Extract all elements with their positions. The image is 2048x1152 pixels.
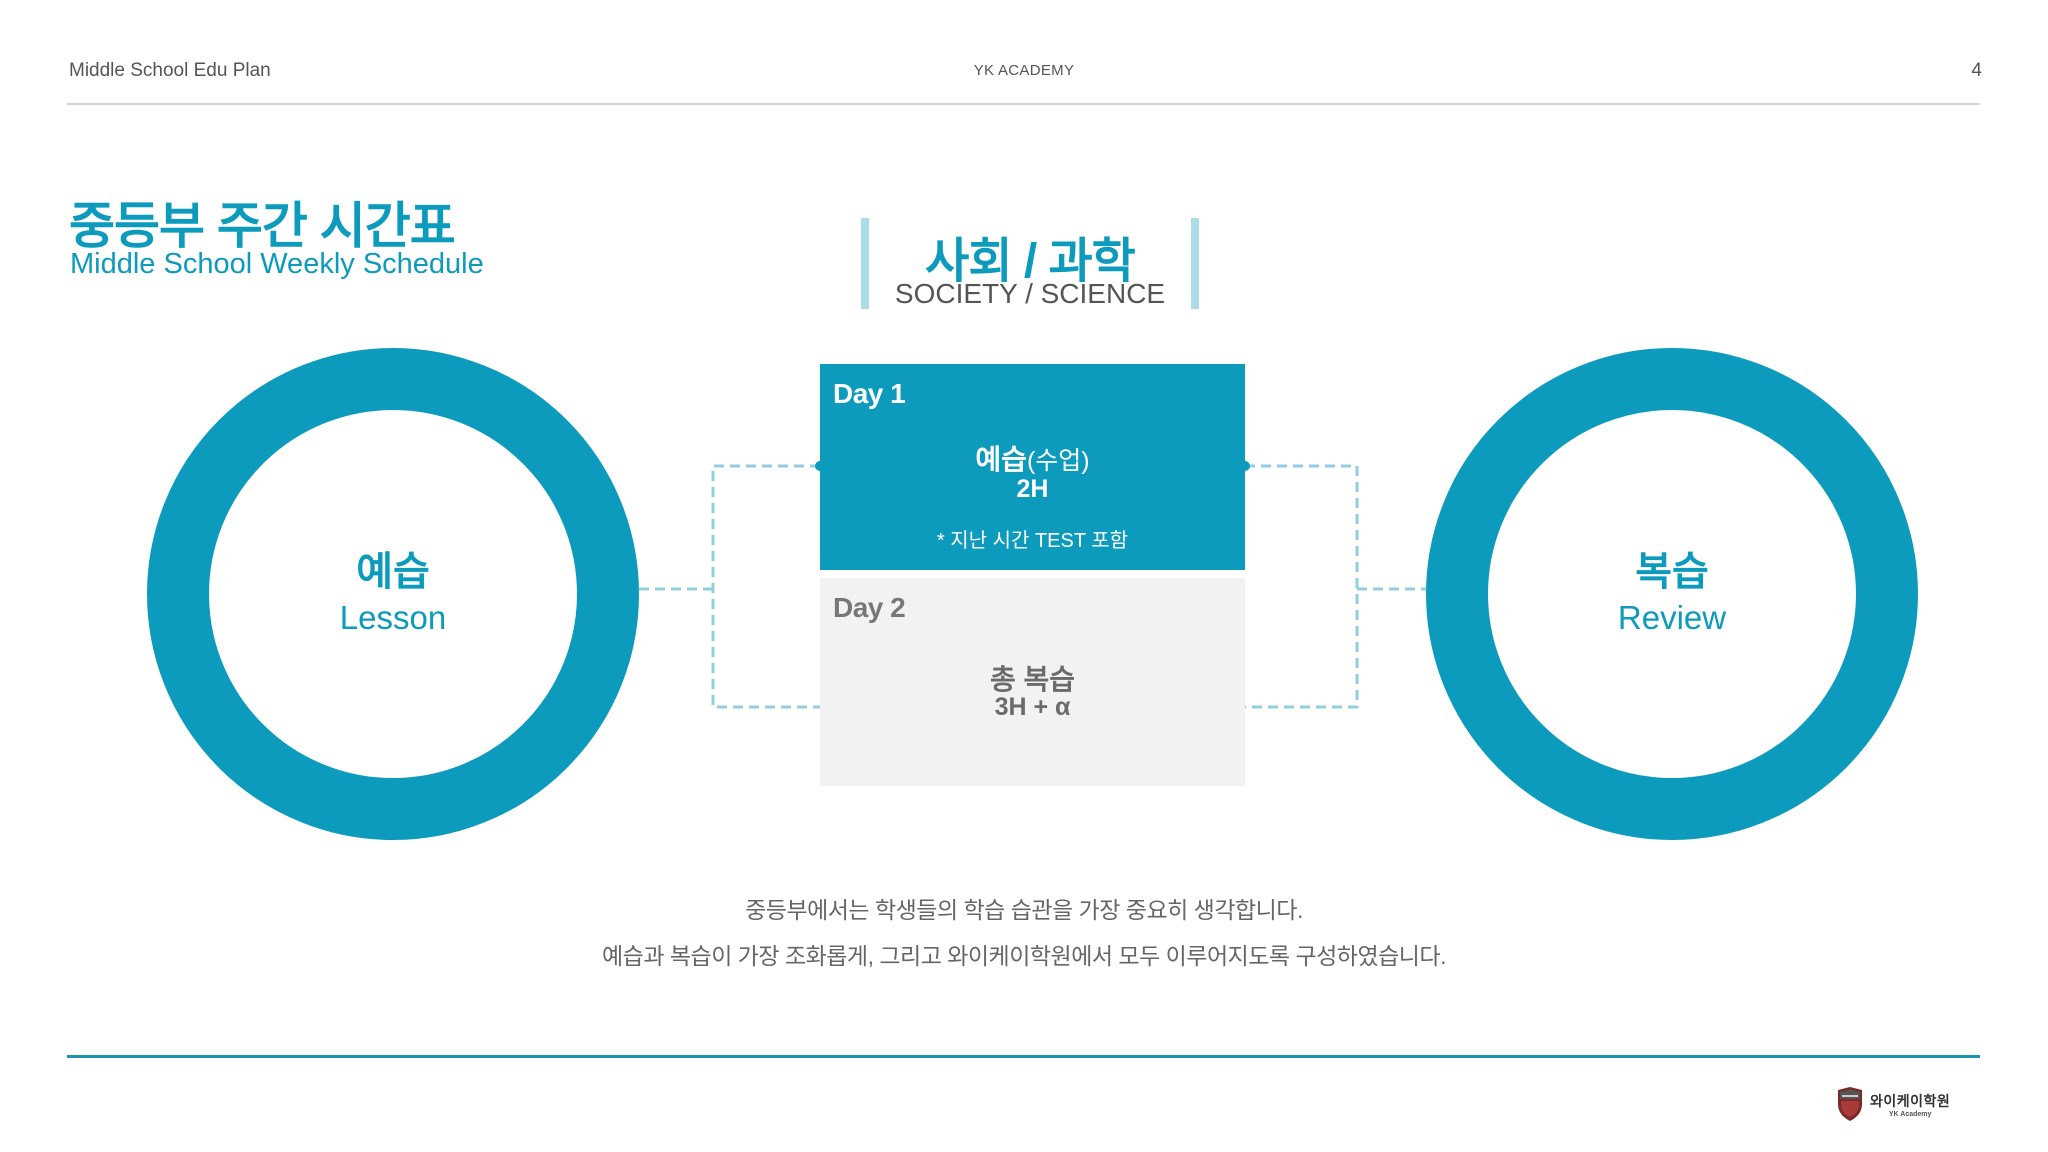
description-line-1: 중등부에서는 학생들의 학습 습관을 가장 중요히 생각합니다. <box>745 897 1303 923</box>
day1-activity-sub: (수업) <box>1026 447 1090 475</box>
day2-activity: 총 복습 <box>989 664 1076 695</box>
lesson-ring-title: 예습 <box>356 550 430 594</box>
day2-label: Day 2 <box>833 592 906 623</box>
academy-name: YK ACADEMY <box>973 62 1075 79</box>
subject-bar-left <box>861 218 869 309</box>
subject-title: 사회 / 과학 <box>925 235 1136 288</box>
page-number: 4 <box>1971 60 1982 81</box>
subject-block: 사회 / 과학 SOCIETY / SCIENCE <box>861 218 1199 309</box>
shield-icon <box>1838 1087 1862 1121</box>
subject-subtitle: SOCIETY / SCIENCE <box>894 278 1166 309</box>
review-ring-subtitle: Review <box>1617 599 1727 636</box>
day2-card: Day 2 총 복습 3H + α <box>820 578 1245 786</box>
day1-activity-label: 예습 <box>975 444 1027 475</box>
lesson-ring-subtitle: Lesson <box>339 599 447 636</box>
lesson-ring: 예습 Lesson <box>147 348 639 840</box>
subject-bar-right <box>1191 218 1199 309</box>
footer-divider <box>67 1055 1980 1058</box>
review-ring: 복습 Review <box>1426 348 1918 840</box>
day1-hours: 2H <box>1016 475 1049 503</box>
logo-name-ko: 와이케이학원 <box>1870 1092 1951 1109</box>
review-ring-title: 복습 <box>1635 550 1709 594</box>
page-title: 중등부 주간 시간표 <box>69 198 456 254</box>
day1-activity: 예습(수업) <box>820 438 1245 478</box>
doc-title: Middle School Edu Plan <box>69 60 271 81</box>
day1-note: * 지난 시간 TEST 포함 <box>936 530 1129 552</box>
page-subtitle: Middle School Weekly Schedule <box>70 248 484 280</box>
header-divider <box>67 103 1980 105</box>
logo-name-en: YK Academy <box>1888 1110 1932 1118</box>
right-bracket <box>1245 464 1359 709</box>
academy-logo: 와이케이학원 YK Academy <box>1836 1086 1950 1122</box>
left-bracket <box>711 464 820 709</box>
day1-card: Day 1 예습(수업) 2H * 지난 시간 TEST 포함 <box>820 364 1245 570</box>
description-line-2: 예습과 복습이 가장 조화롭게, 그리고 와이케이학원에서 모두 이루어지도록 … <box>602 943 1446 969</box>
day1-label: Day 1 <box>833 378 906 409</box>
day2-hours: 3H + α <box>994 693 1071 721</box>
